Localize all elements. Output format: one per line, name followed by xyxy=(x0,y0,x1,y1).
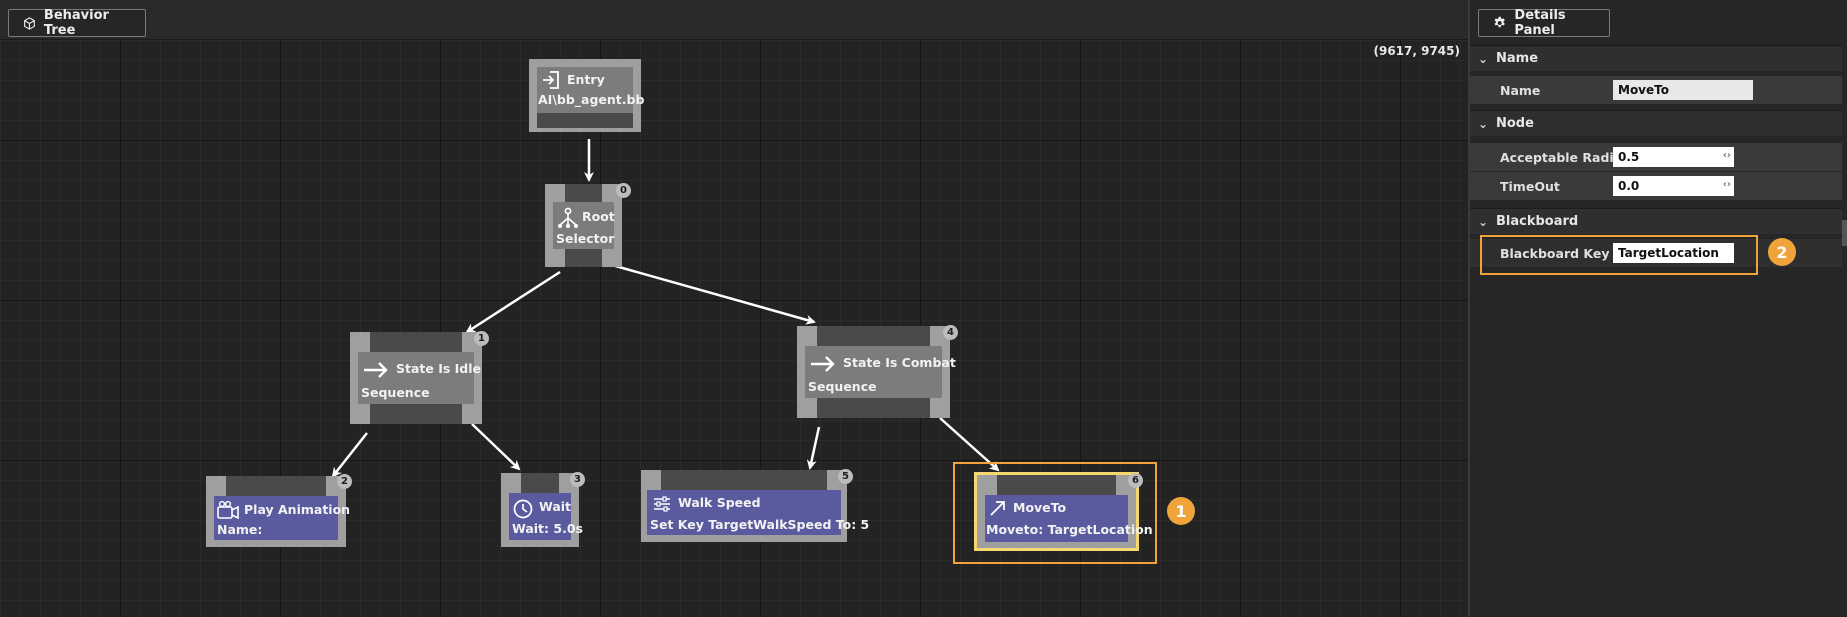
section-node-label: Node xyxy=(1496,116,1534,131)
root-node[interactable]: Root Selector xyxy=(545,184,622,267)
moveto-input-port[interactable] xyxy=(997,475,1116,495)
cube-icon xyxy=(24,16,35,30)
play-index-badge: 2 xyxy=(337,474,352,489)
details-panel: Details Panel ⌄ Name Name MoveTo ⌄ Node … xyxy=(1468,0,1847,617)
combat-subtitle: Sequence xyxy=(808,379,877,394)
timeout-label: TimeOut xyxy=(1500,179,1560,194)
section-header-blackboard[interactable]: ⌄ Blackboard xyxy=(1470,208,1842,234)
blackboard-key-highlight-box xyxy=(1480,235,1758,275)
acceptable-radius-field[interactable]: 0.5 ‹› xyxy=(1613,147,1734,167)
play-subtitle: Name: xyxy=(217,522,263,537)
edge-idle-play xyxy=(331,432,368,478)
root-subtitle: Selector xyxy=(556,231,615,246)
moveto-subtitle: Moveto: TargetLocation xyxy=(986,522,1153,537)
walk-subtitle: Set Key TargetWalkSpeed To: 5 xyxy=(650,517,870,532)
behavior-tree-tab[interactable]: Behavior Tree xyxy=(8,8,146,38)
selector-icon xyxy=(556,207,580,232)
section-name-label: Name xyxy=(1496,51,1539,66)
root-input-port[interactable] xyxy=(565,184,602,202)
spinner-arrows-icon[interactable]: ‹› xyxy=(1722,179,1731,190)
chevron-down-icon: ⌄ xyxy=(1477,214,1489,229)
arrow-right-icon xyxy=(362,360,390,383)
entry-subtitle: AI\bb_agent.bb xyxy=(538,92,645,107)
clock-icon xyxy=(512,498,534,523)
edge-idle-wait xyxy=(471,423,521,471)
walk-input-port[interactable] xyxy=(661,470,827,490)
edge-combat-moveto xyxy=(939,417,1000,472)
moveto-title: MoveTo xyxy=(1013,500,1067,515)
walk-title: Walk Speed xyxy=(678,495,761,510)
moveto-node[interactable]: MoveTo Moveto: TargetLocation xyxy=(974,472,1153,551)
combat-output-port[interactable] xyxy=(817,398,930,418)
section-blackboard-label: Blackboard xyxy=(1496,214,1579,229)
combat-input-port[interactable] xyxy=(817,326,930,346)
idle-index-badge: 1 xyxy=(474,331,489,346)
callout-2: 2 xyxy=(1768,238,1796,266)
details-panel-tab-label: Details Panel xyxy=(1514,8,1566,38)
blackboard-key-field[interactable]: TargetLocation xyxy=(1613,243,1734,263)
walk-index-badge: 5 xyxy=(838,469,853,484)
idle-subtitle: Sequence xyxy=(361,385,430,400)
prop-row-name: Name MoveTo xyxy=(1470,76,1842,104)
name-label: Name xyxy=(1500,83,1541,98)
section-header-name[interactable]: ⌄ Name xyxy=(1470,45,1842,71)
idle-input-port[interactable] xyxy=(370,332,462,352)
entry-title: Entry xyxy=(567,72,605,87)
chevron-down-icon: ⌄ xyxy=(1477,116,1489,131)
moveto-index-badge: 6 xyxy=(1128,473,1143,488)
graph-edges xyxy=(331,139,1000,478)
play-title: Play Animation xyxy=(244,502,351,517)
combat-title: State Is Combat xyxy=(843,355,956,370)
behavior-tree-tab-label: Behavior Tree xyxy=(43,8,109,38)
edge-root-idle xyxy=(465,270,561,334)
cursor-coordinates: (9617, 9745) xyxy=(1373,44,1460,58)
walk-speed-node[interactable]: Walk Speed Set Key TargetWalkSpeed To: 5 xyxy=(641,470,869,542)
state-is-combat-node[interactable]: State Is Combat Sequence xyxy=(797,326,956,418)
acceptable-radius-label: Acceptable Radius xyxy=(1500,150,1631,165)
arrow-right-icon xyxy=(809,354,837,377)
section-header-node[interactable]: ⌄ Node xyxy=(1470,110,1842,136)
play-animation-node[interactable]: Play Animation Name: xyxy=(206,476,350,547)
moveto-highlight-box xyxy=(953,462,1157,564)
entry-node[interactable]: Entry AI\bb_agent.bb xyxy=(529,59,645,132)
idle-title: State Is Idle xyxy=(396,361,482,376)
blackboard-key-label: Blackboard Key xyxy=(1500,246,1610,261)
wait-input-port[interactable] xyxy=(521,473,559,493)
scrollbar-thumb[interactable] xyxy=(1842,220,1847,246)
wait-subtitle: Wait: 5.0s xyxy=(512,521,583,536)
callout-1: 1 xyxy=(1167,497,1195,525)
sliders-icon xyxy=(653,495,671,516)
wait-node[interactable]: Wait Wait: 5.0s xyxy=(501,473,583,547)
edge-combat-walk xyxy=(806,426,821,470)
name-field[interactable]: MoveTo xyxy=(1613,80,1753,100)
chevron-down-icon: ⌄ xyxy=(1477,51,1489,66)
idle-output-port[interactable] xyxy=(370,404,462,424)
arrow-up-right-icon xyxy=(988,498,1008,521)
wait-index-badge: 3 xyxy=(570,472,585,487)
gear-icon xyxy=(1494,16,1505,28)
timeout-field[interactable]: 0.0 ‹› xyxy=(1613,176,1734,196)
prop-row-timeout: TimeOut 0.0 ‹› xyxy=(1470,172,1842,200)
state-is-idle-node[interactable]: State Is Idle Sequence xyxy=(350,332,482,424)
behavior-tree-graph[interactable]: Entry AI\bb_agent.bb Root Selector 0 Sta… xyxy=(0,0,1468,617)
root-title: Root xyxy=(582,209,615,224)
prop-row-acceptable-radius: Acceptable Radius 0.5 ‹› xyxy=(1470,143,1842,171)
spinner-arrows-icon[interactable]: ‹› xyxy=(1722,150,1731,161)
entry-icon xyxy=(541,70,561,93)
combat-index-badge: 4 xyxy=(943,325,958,340)
root-index-badge: 0 xyxy=(616,183,631,198)
details-panel-tab[interactable]: Details Panel xyxy=(1478,8,1610,38)
entry-output-port[interactable] xyxy=(537,113,633,128)
wait-title: Wait xyxy=(539,499,572,514)
root-output-port[interactable] xyxy=(565,249,602,267)
edge-root-combat xyxy=(611,263,816,325)
play-input-port[interactable] xyxy=(226,476,326,496)
camera-icon xyxy=(216,500,240,523)
graph-header: Behavior Tree xyxy=(0,0,1468,40)
